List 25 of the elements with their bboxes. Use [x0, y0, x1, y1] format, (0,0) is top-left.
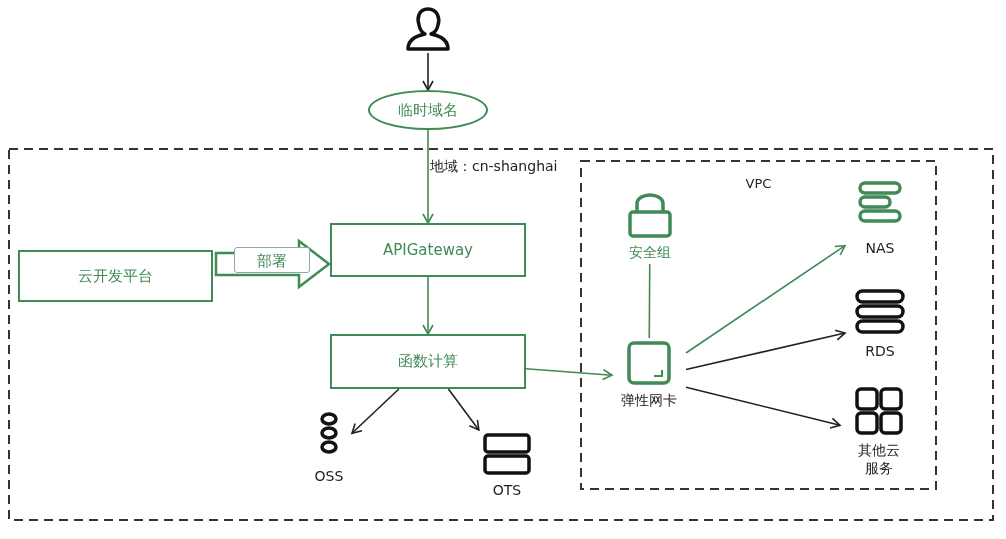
process-box: APIGateway — [330, 223, 526, 277]
node-label: NAS — [864, 240, 896, 256]
arrow — [685, 386, 841, 429]
arrow — [447, 388, 480, 431]
arrow — [525, 368, 613, 381]
node-label: 其他云服务 — [857, 441, 901, 477]
arrow — [685, 329, 846, 371]
arrow — [422, 129, 434, 224]
arrow — [685, 244, 846, 354]
person-icon — [403, 5, 453, 53]
ellipse-node: 临时域名 — [368, 90, 488, 130]
process-box: 函数计算 — [330, 334, 526, 389]
node-label: OTS — [491, 482, 523, 498]
connector-line — [648, 263, 651, 339]
arrow — [422, 52, 434, 91]
arrow — [351, 388, 400, 435]
process-box: 云开发平台 — [18, 250, 213, 302]
node-label: OSS — [313, 468, 345, 484]
edge-label: 部署 — [234, 247, 310, 273]
node-label: 弹性网卡 — [620, 392, 678, 410]
arrow — [422, 276, 434, 335]
region-label: 地域：cn-shanghai — [430, 158, 558, 176]
region-label: VPC — [744, 176, 773, 191]
node-label: 安全组 — [628, 244, 672, 262]
node-label: RDS — [864, 343, 896, 359]
